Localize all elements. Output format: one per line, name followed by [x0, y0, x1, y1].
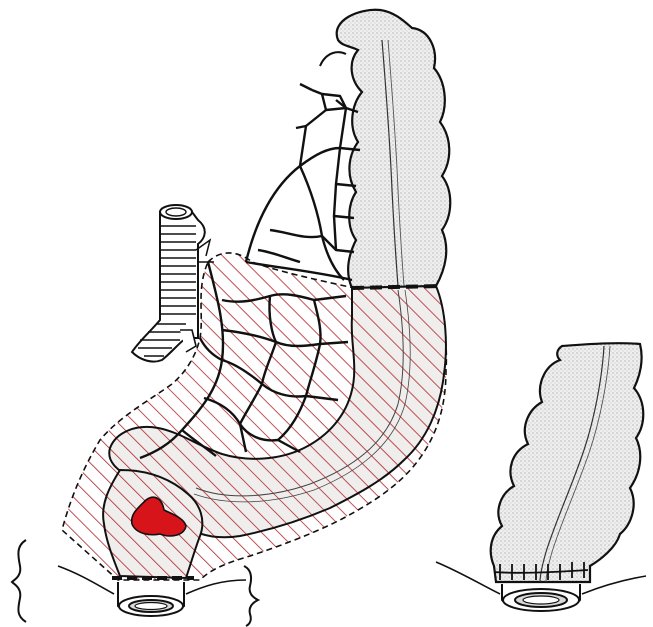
bracket-left — [12, 540, 26, 622]
bracket-right — [244, 566, 258, 626]
pelvic-floor-left — [58, 566, 114, 594]
pelvic-floor-right — [186, 580, 246, 594]
pelvic-floor-right-after — [582, 576, 646, 594]
panel-before-resection — [12, 10, 450, 626]
pelvic-floor-left-after — [436, 562, 500, 594]
marginal-arcade-vessels-upper — [246, 84, 360, 280]
anal-canal-icon — [118, 582, 184, 616]
panel-after-anastomosis — [436, 343, 646, 611]
anastomosed-colon — [491, 343, 644, 582]
anal-canal-after-icon — [502, 584, 580, 611]
